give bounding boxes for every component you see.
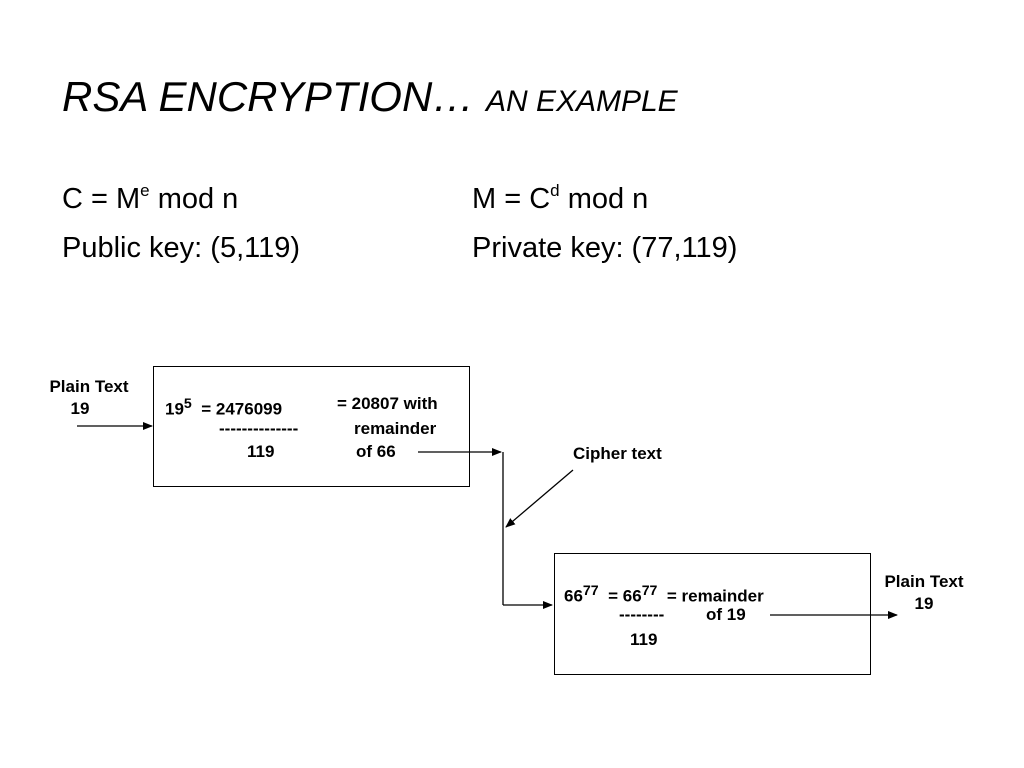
encrypt-quotient: = 20807 with [337,394,438,413]
encrypt-divisor: 119 [247,442,275,461]
decrypt-base-line: 6677 = 6677 = remainder [564,580,764,608]
decrypt-exponent: 77 [582,583,599,599]
plain-text-output-value: 19 [914,594,934,613]
public-key-text: Public key: (5,119) [62,232,301,264]
encrypt-exponent: 5 [183,396,192,412]
plain-text-input-value: 19 [70,399,90,418]
decryption-box [554,553,871,675]
page-title: RSA ENCRYPTION… AN EXAMPLE [62,72,678,127]
encryption-exponent: e [140,181,150,200]
decrypt-eq-base: = 66 [608,586,642,606]
encryption-formula-lhs: C = M [62,183,141,215]
private-key-text: Private key: (77,119) [472,232,738,264]
encryption-formula: C = Me mod n [62,182,238,216]
decrypt-exponent-repeat: 77 [641,583,658,599]
encrypt-remainder-word: remainder [354,419,437,438]
decryption-formula: M = Cd mod n [472,182,648,216]
encrypt-base-line: 195 = 2476099 [165,393,282,421]
decrypt-divisor: 119 [630,630,658,649]
decryption-formula-lhs: M = C [472,183,551,215]
decryption-exponent: d [550,181,560,200]
plain-text-input-title: Plain Text [49,377,129,396]
cipher-text-label: Cipher text [573,444,662,463]
encrypt-base: 19 [165,399,184,419]
cipher-pointer-arrow [505,469,574,528]
decrypt-division-line: -------- [619,605,665,624]
title-main: RSA ENCRYPTION… [62,73,475,120]
encrypt-power-value: = 2476099 [201,399,283,419]
encryption-formula-rhs: mod n [157,183,239,215]
title-sub: AN EXAMPLE [485,85,678,118]
plain-text-input-label: Plain Text 19 [36,376,142,420]
encrypt-division-line: -------------- [219,419,299,438]
decryption-formula-rhs: mod n [567,183,649,215]
encryption-box [153,366,470,487]
decrypt-base: 66 [564,586,583,606]
encrypt-result: of 66 [356,442,396,461]
decrypt-remainder-word: = remainder [666,586,764,606]
plain-text-output-title: Plain Text [884,572,964,591]
decrypt-result: of 19 [706,605,746,624]
plain-text-output-label: Plain Text 19 [872,571,976,615]
